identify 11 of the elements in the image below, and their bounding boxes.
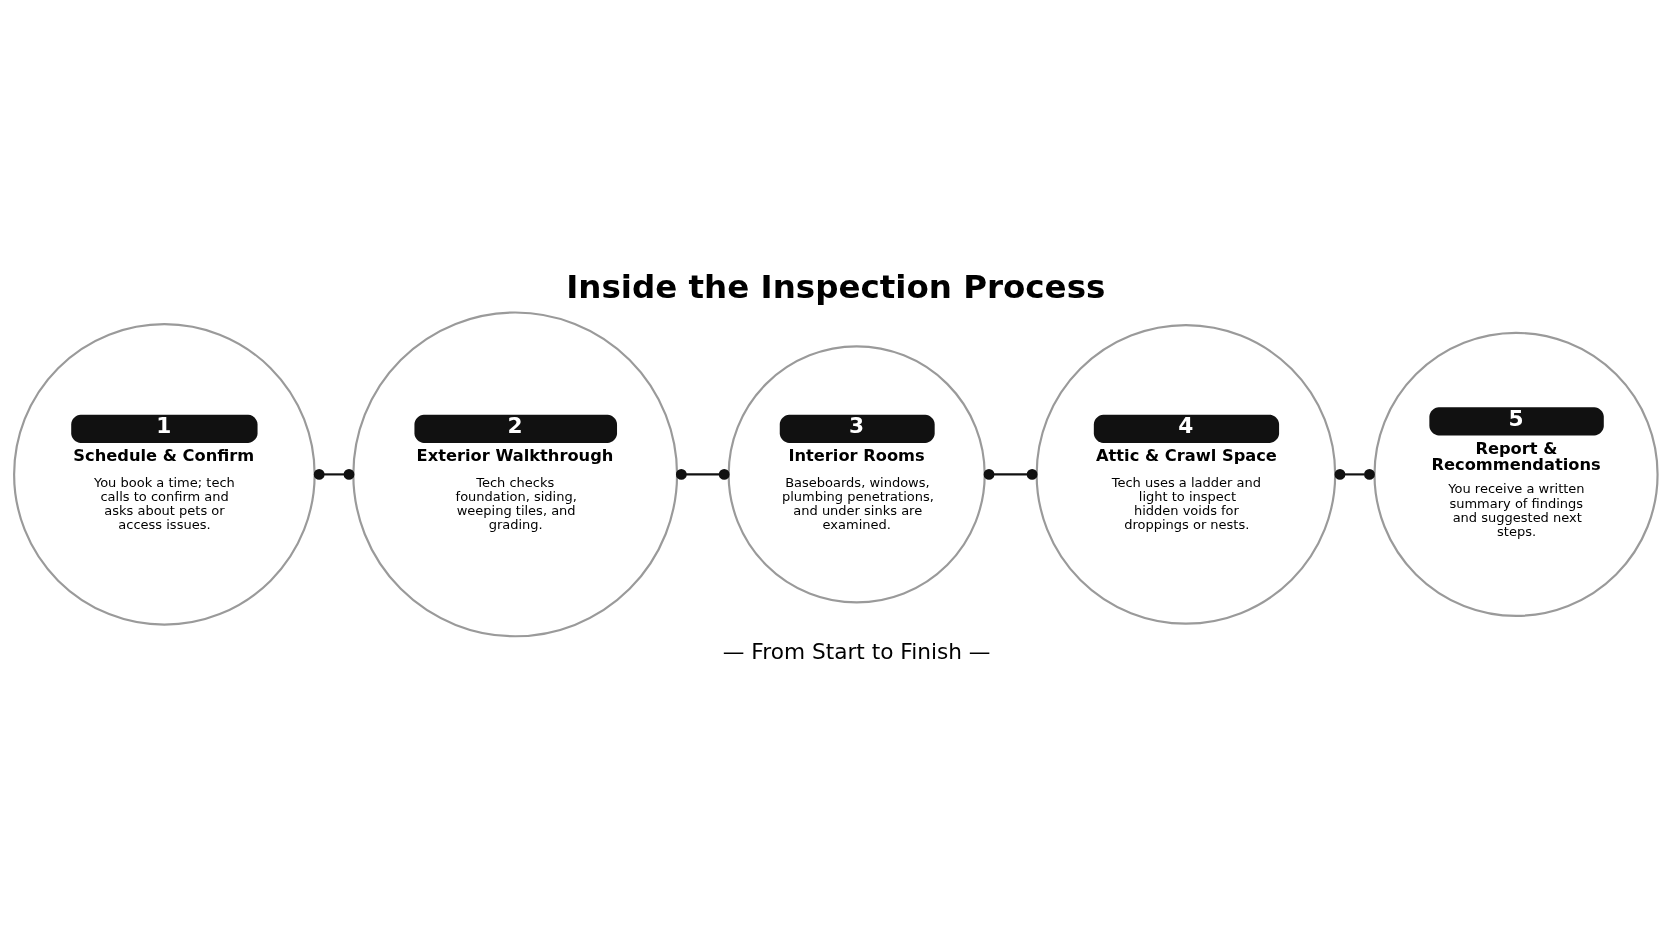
node-circle: 4 Attic & Crawl Space Tech uses a ladder and light to inspect hidden voids for droppings or nests. bbox=[1035, 324, 1337, 625]
connector bbox=[983, 469, 1038, 480]
diagram-title: Inside the Inspection Process bbox=[566, 267, 1106, 306]
node-circle: 3 Interior Rooms Baseboards, windows, plumbing penetrations, and under sinks are examined. bbox=[727, 345, 986, 604]
connector bbox=[313, 469, 355, 480]
label: — From Start to Finish — bbox=[722, 638, 991, 664]
node-circle: 5 Report & Recommendations You receive a written summary of findings and suggested next steps. bbox=[1373, 331, 1659, 617]
connector bbox=[675, 469, 730, 480]
connector bbox=[1334, 469, 1375, 480]
node-circle: 2 Exterior Walkthrough Tech checks foundation, siding, weeping tiles, and grading. bbox=[352, 311, 679, 638]
node-circle: 1 Schedule & Confirm You book a time; tech calls to confirm and asks about pets or access issues. bbox=[13, 323, 316, 626]
